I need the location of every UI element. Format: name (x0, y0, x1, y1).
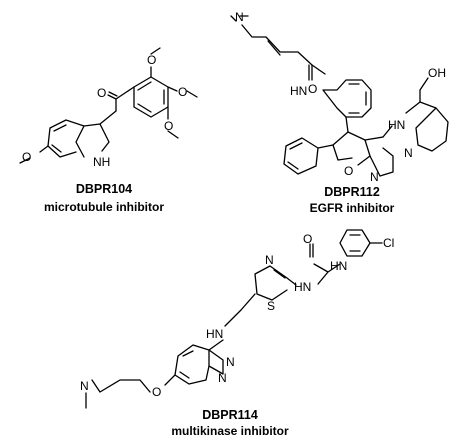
atom-label: O (308, 82, 317, 96)
compound-description: microtubule inhibitor (44, 200, 164, 214)
atom-label: O (178, 85, 187, 99)
atom-label: HN (388, 118, 405, 132)
atom-label: O (22, 150, 31, 164)
atom-label: Cl (383, 236, 394, 250)
atom-label: N (404, 146, 413, 160)
structure-dbpr114 (85, 229, 383, 409)
atom-label: O (152, 385, 161, 399)
compound-name: DBPR112 (324, 185, 380, 199)
atom-label: O (97, 86, 106, 100)
atom-label: N (80, 379, 89, 393)
atom-labels-dbpr112: N O HN OH HN N N O (235, 10, 446, 184)
atom-label: N (226, 355, 235, 369)
structure-dbpr104 (19, 47, 198, 164)
atom-label: N (265, 253, 274, 267)
atom-label: N (370, 170, 379, 184)
compound-name: DBPR104 (76, 182, 132, 196)
compound-description: multikinase inhibitor (171, 424, 289, 438)
atom-labels-dbpr104: O O O O O NH (22, 53, 187, 169)
atom-label: OH (428, 66, 446, 80)
atom-label: N (218, 371, 227, 385)
atom-label: O (303, 232, 312, 246)
atom-label: O (164, 119, 173, 133)
atom-label: HN (294, 280, 311, 294)
atom-label: HN (206, 327, 223, 341)
atom-label: O (344, 164, 353, 178)
atom-label: HN (330, 259, 347, 273)
atom-label: S (267, 299, 275, 313)
atom-label: HN (290, 84, 307, 98)
atom-label: O (147, 53, 156, 67)
compound-name: DBPR114 (202, 408, 258, 422)
atom-label: NH (93, 155, 110, 169)
atom-label: N (235, 10, 244, 24)
compound-description: EGFR inhibitor (310, 201, 395, 215)
atom-labels-dbpr114: O N S HN HN Cl HN N N N O (80, 232, 394, 399)
structure-dbpr112 (230, 15, 449, 177)
